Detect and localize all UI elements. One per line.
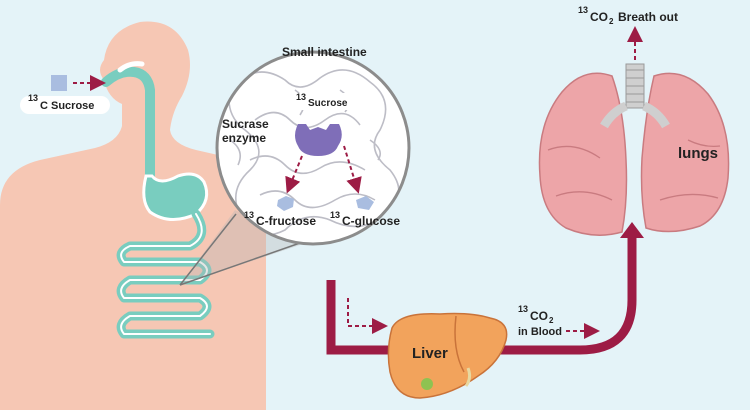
human-body — [0, 21, 266, 410]
sucrase-label-line1: Sucrase — [222, 117, 269, 131]
breath-out-label: Breath out — [618, 10, 678, 24]
zoom-cone — [180, 210, 300, 285]
intestine-sucrose-label: Sucrose — [308, 98, 348, 109]
glucose-arrow — [343, 145, 362, 194]
zoom-line — [179, 242, 301, 286]
co2-blood-subscript: 2 — [549, 316, 554, 325]
digestive-tract — [101, 61, 215, 339]
sucrose-square-icon — [51, 75, 67, 91]
isotope-superscript: 13 — [28, 93, 38, 103]
sucrose-intake-label: C Sucrose — [40, 100, 94, 112]
zoom-line — [179, 213, 237, 286]
fructose-arrow — [285, 155, 303, 194]
sucrase-enzyme-shape — [295, 124, 342, 156]
glucose-molecule-icon — [356, 196, 374, 210]
isotope-superscript: 13 — [578, 5, 588, 15]
isotope-superscript: 13 — [518, 304, 528, 314]
isotope-superscript: 13 — [330, 210, 340, 220]
lungs — [538, 63, 730, 236]
blood-pathway-tube — [326, 232, 637, 355]
breath-out-subscript: 2 — [609, 17, 614, 26]
to-liver-arrow — [347, 298, 388, 334]
small-intestine-title: Small intestine — [282, 45, 367, 59]
isotope-superscript: 13 — [296, 92, 306, 102]
lungs-label: lungs — [678, 145, 718, 162]
fructose-molecule-icon — [277, 196, 294, 211]
breath-out-co-label: CO — [590, 10, 608, 24]
in-blood-label: in Blood — [518, 326, 562, 338]
sucrose-intake-label-box — [20, 96, 110, 114]
intestine-sucrose-label-box — [288, 93, 376, 110]
isotope-superscript: 13 — [244, 210, 254, 220]
sucrase-label-line2: enzyme — [222, 131, 266, 145]
glucose-label: C-glucose — [342, 214, 400, 228]
fructose-label: C-fructose — [256, 214, 316, 228]
co2-blood-label: CO — [530, 309, 548, 323]
liver — [387, 312, 508, 399]
liver-label: Liver — [412, 345, 448, 362]
pathway-arrowhead — [620, 222, 644, 238]
